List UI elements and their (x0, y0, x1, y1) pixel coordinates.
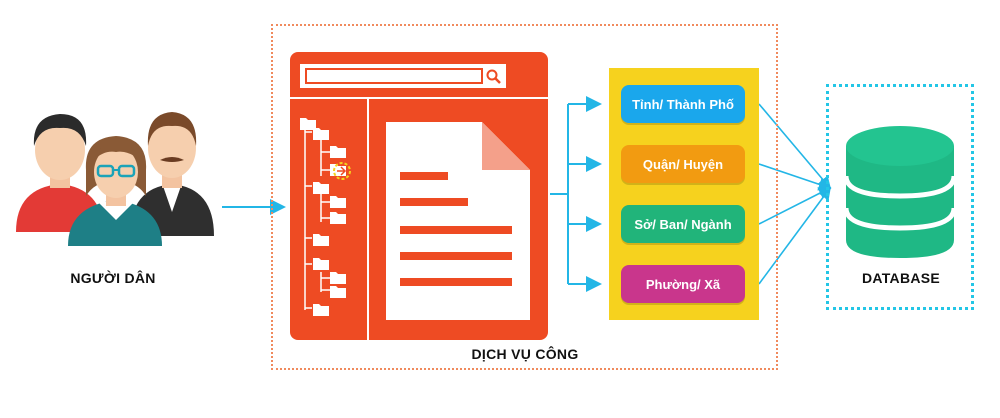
level-label: Tỉnh/ Thành Phố (632, 96, 734, 112)
service-to-levels-connector (550, 96, 602, 292)
database-icon (843, 126, 957, 258)
level-label: Sở/ Ban/ Ngành (634, 216, 732, 232)
document-icon (386, 122, 530, 320)
service-label: DỊCH VỤ CÔNG (471, 346, 579, 362)
database-boundary (826, 84, 974, 310)
app-window (290, 52, 548, 340)
level-label: Quận/ Huyện (642, 156, 724, 172)
database-label: DATABASE (861, 270, 941, 286)
level-label: Phường/ Xã (645, 276, 721, 292)
users-label: NGƯỜI DÂN (70, 270, 156, 286)
levels-to-database-connector (758, 103, 832, 285)
level-button-department[interactable]: Sở/ Ban/ Ngành (621, 205, 745, 243)
folder-tree-icon (300, 118, 351, 316)
level-button-province[interactable]: Tỉnh/ Thành Phố (621, 85, 745, 123)
public-service-boundary (271, 24, 778, 370)
level-button-district[interactable]: Quận/ Huyện (621, 145, 745, 183)
search-icon (486, 69, 501, 84)
level-button-ward[interactable]: Phường/ Xã (621, 265, 745, 303)
people-group-icon (16, 112, 214, 246)
